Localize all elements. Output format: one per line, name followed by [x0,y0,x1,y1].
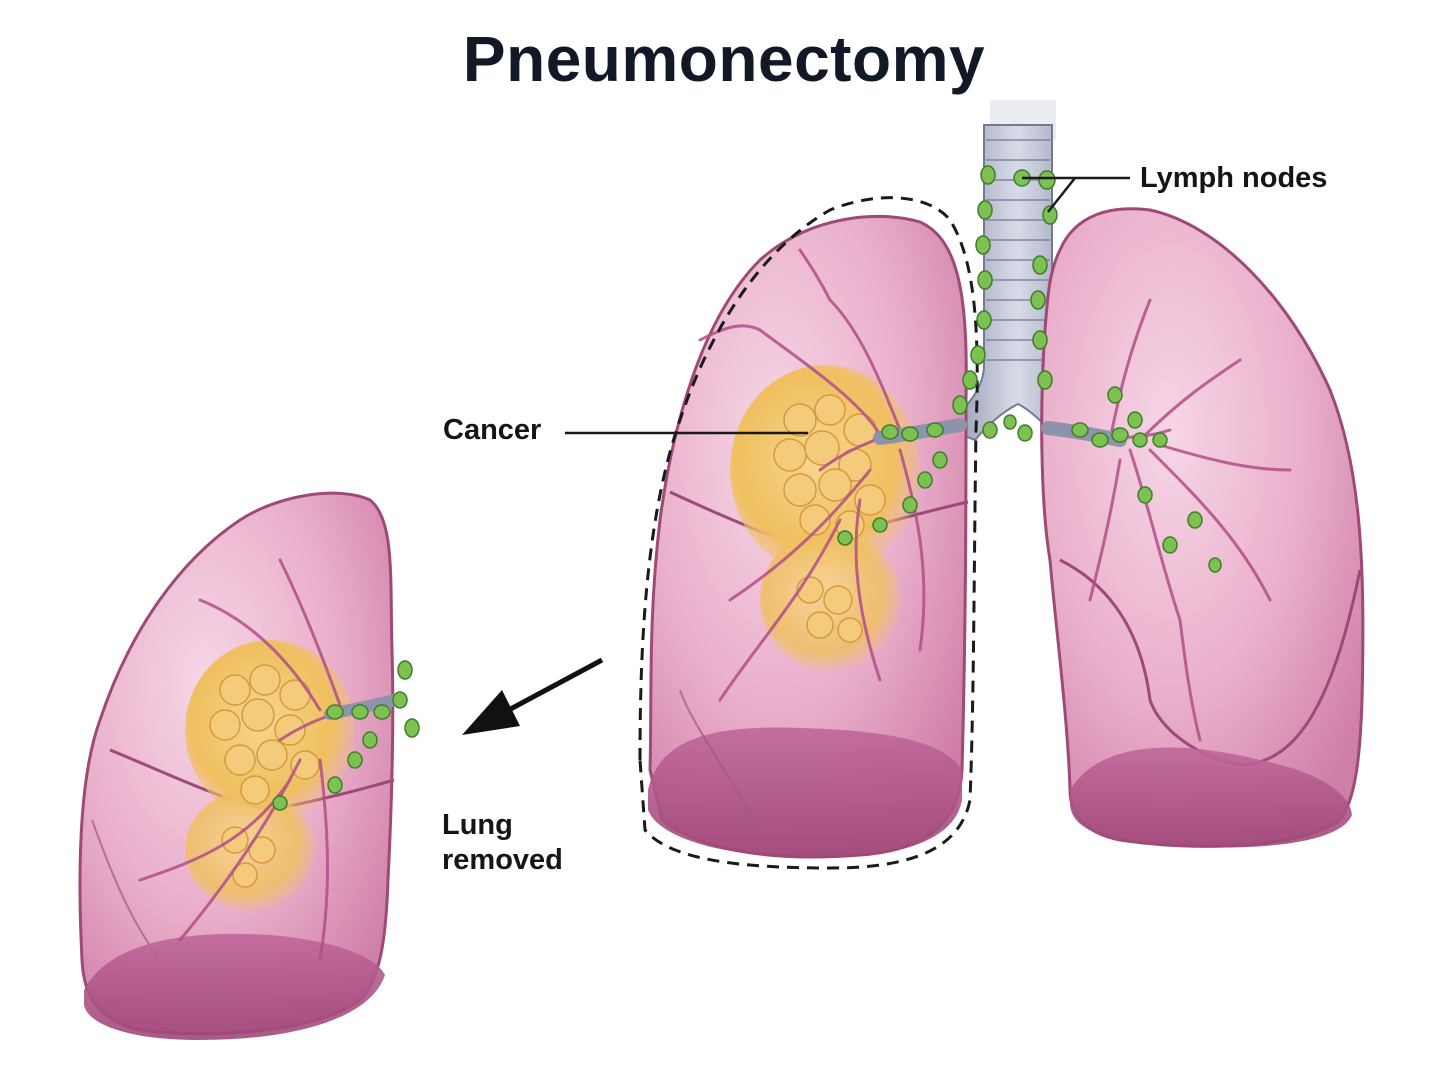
remaining-lung [1040,207,1365,848]
page-title: Pneumonectomy [462,23,986,95]
cancer-label: Cancer [443,414,542,446]
tumor [730,365,920,575]
lung-removed-line2: removed [442,844,563,876]
lung-to-remove [648,214,969,859]
removal-arrow [462,657,604,735]
lymph-nodes-label: Lymph nodes [1140,162,1328,194]
removal-outline [638,196,979,870]
lung-removed-line1: Lung [442,809,513,841]
lymph-nodes [272,165,1222,811]
lung-removed-label: Lung removed [442,808,592,878]
lymph-leader-lines [1022,176,1130,213]
removed-lung [78,491,401,1040]
